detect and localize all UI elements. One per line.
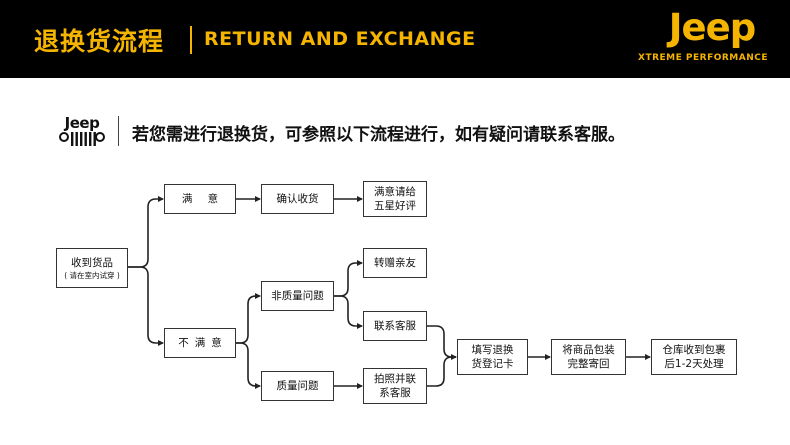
step-five-star-review: 满意请给 五星好评 xyxy=(363,181,427,217)
step-warehouse-process: 仓库收到包裹 后1-2天处理 xyxy=(651,339,737,375)
step-fill-card-line2: 货登记卡 xyxy=(471,358,514,370)
page-subtitle: RETURN AND EXCHANGE xyxy=(204,28,476,50)
step-received-note: ( 请在室内试穿 ) xyxy=(64,270,120,280)
connector-received-unsatisfied xyxy=(128,266,164,346)
step-review-line1: 满意请给 xyxy=(374,186,416,198)
title-divider xyxy=(190,26,192,54)
step-fill-card: 填写退换 货登记卡 xyxy=(457,339,528,375)
connector-unsatisfied-nonquality xyxy=(236,293,261,344)
step-satisfied-label: 满 意 xyxy=(181,193,225,205)
header-bar: 退换货流程 RETURN AND EXCHANGE Jeep XTREME PE… xyxy=(0,0,790,78)
step-non-quality-label: 非质量问题 xyxy=(271,290,324,302)
page-title: 退换货流程 xyxy=(34,27,165,56)
step-warehouse-line2: 后1-2天处理 xyxy=(664,358,724,370)
step-confirm-label: 确认收货 xyxy=(276,193,319,205)
connector-received-satisfied xyxy=(128,196,164,268)
step-review-line2: 五星好评 xyxy=(374,200,416,212)
jeep-logo: Jeep xyxy=(666,6,756,48)
step-received: 收到货品 ( 请在室内试穿 ) xyxy=(56,248,128,288)
jeep-grille-text: Jeep xyxy=(64,114,100,132)
jeep-logo-text: Jeep xyxy=(666,6,755,48)
step-unsatisfied: 不满意 xyxy=(164,328,236,358)
step-non-quality-issue: 非质量问题 xyxy=(261,281,334,311)
step-photo-contact: 拍照并联 系客服 xyxy=(363,368,427,404)
step-photo-line2: 系客服 xyxy=(379,387,411,399)
connector-contact-fillcard xyxy=(427,325,457,360)
intro-divider xyxy=(118,116,119,146)
step-unsatisfied-label: 不满意 xyxy=(178,337,228,349)
step-warehouse-line1: 仓库收到包裹 xyxy=(662,344,726,356)
step-gift-label: 转赠亲友 xyxy=(374,257,416,269)
step-quality-issue: 质量问题 xyxy=(261,371,334,401)
step-photo-line1: 拍照并联 xyxy=(374,373,416,385)
brand-tagline: XTREME PERFORMANCE xyxy=(638,53,769,63)
jeep-grille-logo: Jeep xyxy=(59,114,105,146)
step-received-label: 收到货品 xyxy=(71,256,113,269)
step-pack-line1: 将商品包装 xyxy=(562,344,615,356)
connector-nonquality-gift xyxy=(334,260,363,297)
step-pack-return: 将商品包装 完整寄回 xyxy=(551,339,626,375)
step-pack-line2: 完整寄回 xyxy=(567,358,610,370)
step-quality-label: 质量问题 xyxy=(276,380,319,392)
step-contact-label: 联系客服 xyxy=(374,320,416,332)
intro-text: 若您需进行退换货，可参照以下流程进行，如有疑问请联系客服。 xyxy=(132,125,625,145)
step-satisfied: 满 意 xyxy=(164,184,236,214)
step-contact-service: 联系客服 xyxy=(363,311,427,341)
step-confirm-receipt: 确认收货 xyxy=(261,184,334,214)
step-fill-card-line1: 填写退换 xyxy=(471,344,514,356)
connector-unsatisfied-quality xyxy=(236,342,261,389)
connector-photo-fillcard xyxy=(427,356,456,387)
connector-nonquality-contact xyxy=(334,295,363,329)
step-gift-friends: 转赠亲友 xyxy=(363,248,427,278)
